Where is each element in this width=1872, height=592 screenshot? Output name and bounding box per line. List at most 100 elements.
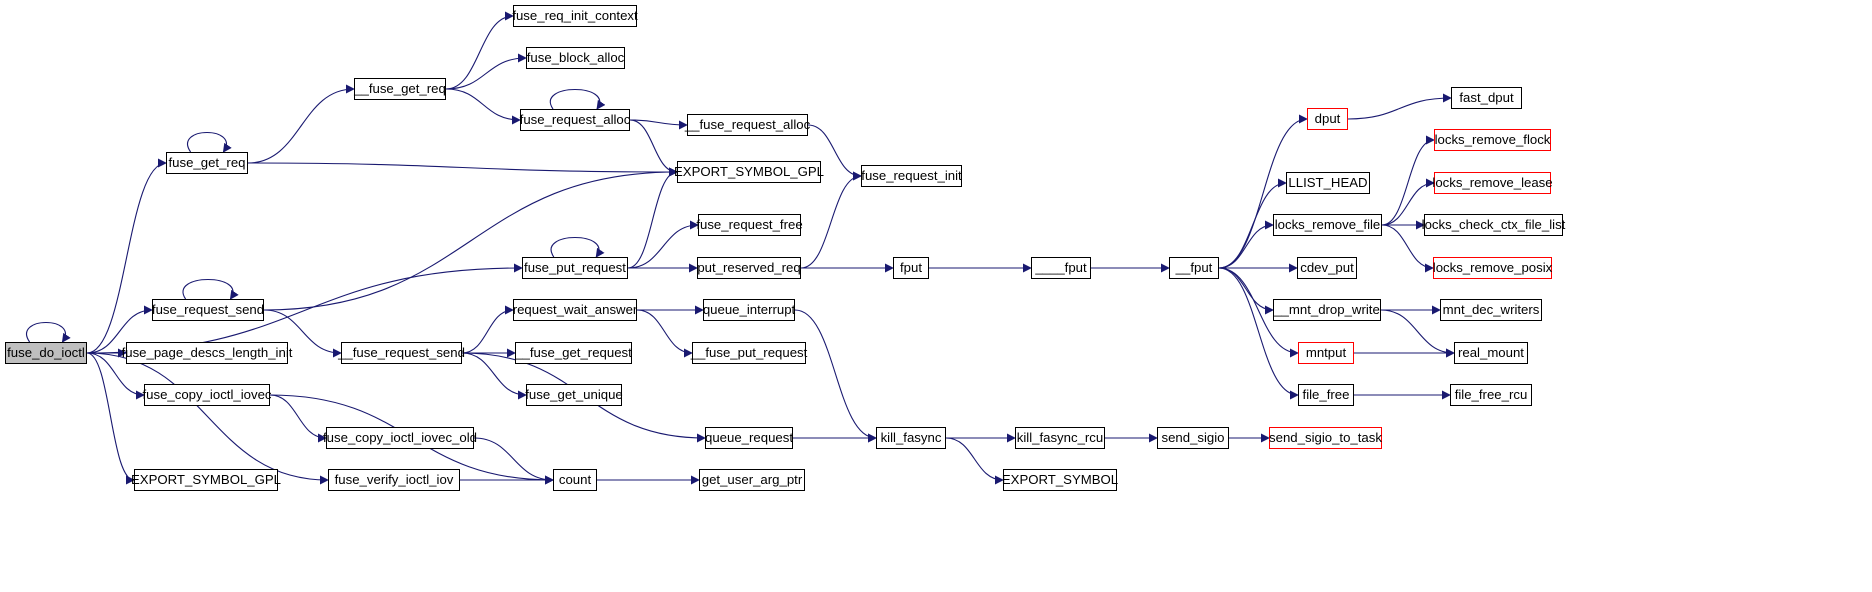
node-kill-fasync-rcu[interactable]: kill_fasync_rcu (1015, 427, 1105, 449)
node-label: locks_remove_posix (1432, 260, 1553, 276)
node-fuse-request-alloc[interactable]: fuse_request_alloc (520, 109, 630, 131)
node-fuse-do-ioctl[interactable]: fuse_do_ioctl (5, 342, 87, 364)
node-label: fuse_do_ioctl (7, 345, 85, 361)
node-label: __mnt_drop_write (1274, 302, 1380, 318)
call-edge-fuse_do_ioctl-to-fuse_copy_ioctl_iovec (86, 352, 145, 400)
node-label: locks_remove_file (1274, 217, 1381, 233)
call-edge-fuse_put_request-to-export_symbol_gpl_mid (627, 167, 678, 269)
node-send-sigio-to-task[interactable]: send_sigio_to_task (1269, 427, 1382, 449)
node-label: mntput (1305, 345, 1347, 361)
node-label: fuse_put_request (524, 260, 626, 276)
node-fuse-get-req[interactable]: fuse_get_req (166, 152, 248, 174)
node-mnt-dec-writers[interactable]: mnt_dec_writers (1440, 299, 1542, 321)
node-label: __fuse_put_request (690, 345, 808, 361)
node-label: EXPORT_SYMBOL_GPL (674, 164, 825, 180)
call-edge-fput_2-to-locks_remove_file (1218, 220, 1274, 269)
node-label: fuse_copy_ioctl_iovec (142, 387, 272, 403)
node-label: __fuse_request_send (338, 345, 465, 361)
call-edge-fuse_request_send_underscore-to-request_wait_answer (461, 305, 514, 354)
node-cdev-put[interactable]: cdev_put (1297, 257, 1357, 279)
node-underscore-fuse-request-send[interactable]: __fuse_request_send (338, 342, 465, 364)
node-label: __fput (1175, 260, 1213, 276)
node-fput-4-underscores[interactable]: ____fput (1031, 257, 1091, 279)
node-export-symbol-gpl[interactable]: EXPORT_SYMBOL_GPL (131, 469, 282, 491)
call-edge-fuse_request_send-to-fuse_request_send (182, 279, 239, 300)
call-edge-fuse_get_req_underscore-to-fuse_block_alloc (445, 53, 527, 90)
node-underscore-fuse-get-req[interactable]: __fuse_get_req (354, 78, 446, 100)
node-fuse-block-alloc[interactable]: fuse_block_alloc (526, 47, 625, 69)
node-queue-request[interactable]: queue_request (705, 427, 793, 449)
node-kill-fasync[interactable]: kill_fasync (876, 427, 946, 449)
node-fast-dput[interactable]: fast_dput (1451, 87, 1522, 109)
node-llist-head[interactable]: LLIST_HEAD (1286, 172, 1370, 194)
call-edge-fput_2-to-mntput (1218, 267, 1299, 358)
node-export-symbol-gpl[interactable]: EXPORT_SYMBOL_GPL (674, 161, 825, 183)
node-mnt-drop-write[interactable]: __mnt_drop_write (1273, 299, 1381, 321)
node-file-free[interactable]: file_free (1298, 384, 1354, 406)
node-label: send_sigio_to_task (1269, 430, 1382, 446)
node-fuse-request-init[interactable]: fuse_request_init (861, 165, 962, 187)
node-label: fuse_request_free (696, 217, 803, 233)
node-put-reserved-req[interactable]: put_reserved_req (697, 257, 801, 279)
call-edge-fput_2-to-llist_head (1218, 178, 1287, 269)
call-edge-fuse_copy_ioctl_iovec_old-to-count (473, 437, 554, 485)
call-edge-put_reserved_req-to-fuse_request_init (800, 171, 862, 269)
node-fuse-verify-ioctl-iov[interactable]: fuse_verify_ioctl_iov (328, 469, 460, 491)
node-locks-remove-file[interactable]: locks_remove_file (1273, 214, 1382, 236)
node-label: fuse_copy_ioctl_iovec_old (323, 430, 477, 446)
call-edge-fuse_request_send-to-fuse_request_send_underscore (263, 309, 342, 358)
node-fuse-request-free[interactable]: fuse_request_free (696, 214, 803, 236)
node-send-sigio[interactable]: send_sigio (1157, 427, 1229, 449)
node-label: get_user_arg_ptr (701, 472, 803, 488)
call-edge-fuse_do_ioctl-to-fuse_verify_ioctl_iov (86, 352, 329, 485)
node-dput[interactable]: dput (1307, 108, 1348, 130)
node-underscore-fuse-request-alloc[interactable]: __fuse_request_alloc (684, 114, 811, 136)
node-label: dput (1314, 111, 1341, 127)
call-edge-fuse_request_send_underscore-to-fuse_get_unique (461, 352, 527, 400)
node-locks-check-ctx-file-list[interactable]: locks_check_ctx_file_list (1422, 214, 1565, 236)
node-fuse-copy-ioctl-iovec-old[interactable]: fuse_copy_ioctl_iovec_old (323, 427, 477, 449)
node-label: __fuse_get_request (515, 345, 632, 361)
node-fuse-request-send[interactable]: fuse_request_send (152, 299, 264, 321)
node-label: fuse_verify_ioctl_iov (334, 472, 454, 488)
node-mntput[interactable]: mntput (1298, 342, 1354, 364)
node-fuse-get-unique[interactable]: fuse_get_unique (525, 384, 623, 406)
node-request-wait-answer[interactable]: request_wait_answer (513, 299, 637, 321)
call-edge-fuse_request_alloc-to-fuse_request_alloc_underscore (629, 119, 688, 130)
node-label: put_reserved_req (697, 260, 801, 276)
call-edge-fuse_request_send-to-export_symbol_gpl_mid (263, 167, 678, 311)
call-edge-fuse_copy_ioctl_iovec-to-fuse_copy_ioctl_iovec_old (269, 394, 327, 443)
node-label: __fuse_request_alloc (684, 117, 811, 133)
node-fput[interactable]: fput (893, 257, 929, 279)
node-locks-remove-lease[interactable]: locks_remove_lease (1432, 172, 1553, 194)
call-edge-fuse_request_alloc-to-export_symbol_gpl_mid (629, 119, 678, 177)
call-edge-locks_remove_file-to-locks_remove_posix (1381, 224, 1434, 273)
node-count[interactable]: count (553, 469, 597, 491)
node-underscore-fuse-get-request[interactable]: __fuse_get_request (515, 342, 632, 364)
node-label: request_wait_answer (512, 302, 638, 318)
node-label: queue_request (705, 430, 793, 446)
node-locks-remove-posix[interactable]: locks_remove_posix (1433, 257, 1552, 279)
node-fuse-req-init-context[interactable]: fuse_req_init_context (512, 5, 638, 27)
node-label: fuse_request_send (151, 302, 265, 318)
node-label: ____fput (1035, 260, 1087, 276)
node-label: count (558, 472, 592, 488)
node-locks-remove-flock[interactable]: locks_remove_flock (1434, 129, 1551, 151)
node-queue-interrupt[interactable]: queue_interrupt (703, 299, 795, 321)
node-file-free-rcu[interactable]: file_free_rcu (1450, 384, 1532, 406)
node-fuse-page-descs-length-init[interactable]: fuse_page_descs_length_init (122, 342, 292, 364)
node-label: EXPORT_SYMBOL_GPL (131, 472, 282, 488)
call-edge-fuse_get_req_underscore-to-fuse_request_alloc (445, 88, 521, 125)
call-edge-fuse_do_ioctl-to-export_symbol_gpl_left (86, 352, 135, 485)
node-real-mount[interactable]: real_mount (1454, 342, 1528, 364)
node-fput-2-underscores[interactable]: __fput (1169, 257, 1219, 279)
node-export-symbol[interactable]: EXPORT_SYMBOL (1002, 469, 1118, 491)
node-fuse-copy-ioctl-iovec[interactable]: fuse_copy_ioctl_iovec (142, 384, 272, 406)
node-label: file_free_rcu (1454, 387, 1528, 403)
call-edge-dput-to-fast_dput (1347, 93, 1452, 120)
node-fuse-put-request[interactable]: fuse_put_request (522, 257, 628, 279)
node-underscore-fuse-put-request[interactable]: __fuse_put_request (690, 342, 808, 364)
call-edge-mnt_drop_write-to-real_mount (1380, 309, 1455, 358)
node-get-user-arg-ptr[interactable]: get_user_arg_ptr (699, 469, 805, 491)
node-label: fuse_request_alloc (519, 112, 631, 128)
